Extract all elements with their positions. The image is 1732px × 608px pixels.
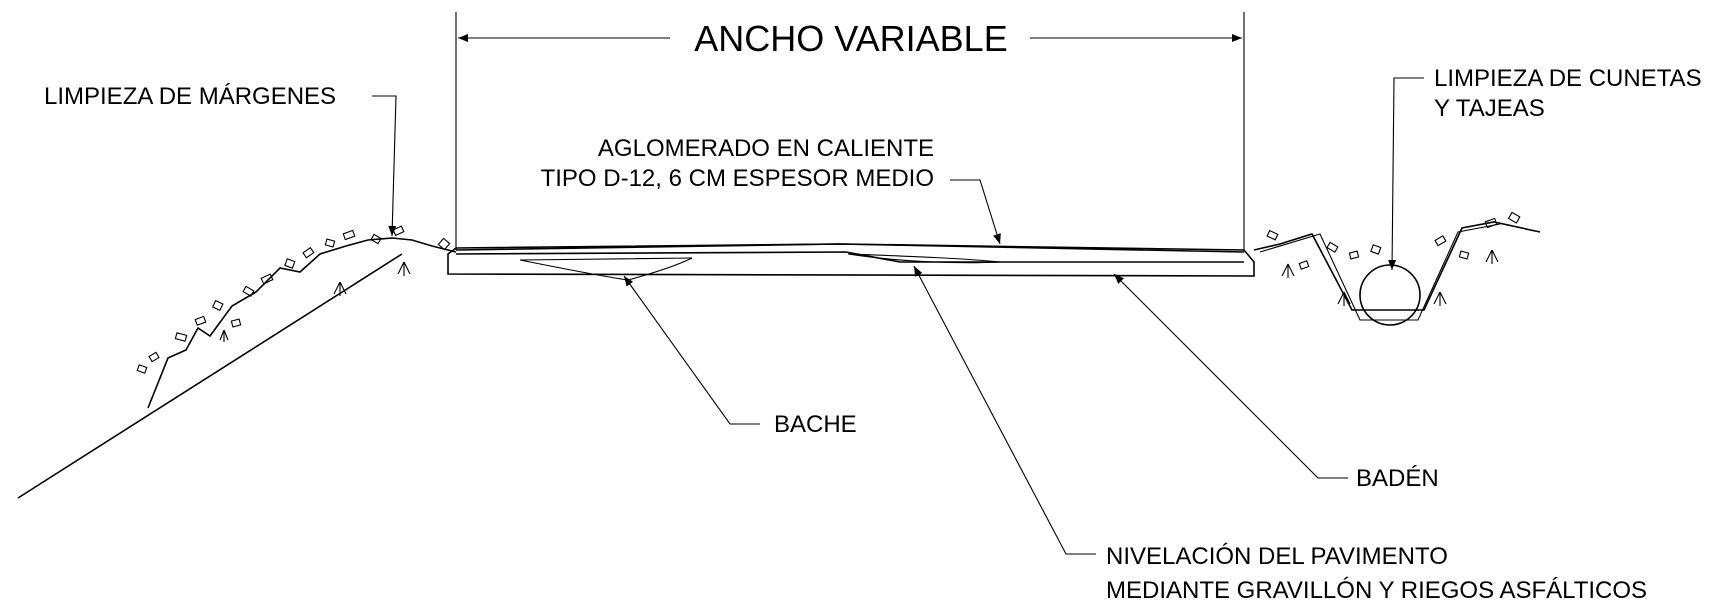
pavement-base — [447, 243, 1255, 277]
leader-asphalt — [950, 179, 1001, 245]
leaders — [372, 77, 1424, 555]
leader-ditches — [1388, 77, 1424, 271]
debris-marks-left — [136, 225, 451, 374]
label-asphalt-line2: TIPO D-12, 6 CM ESPESOR MEDIO — [541, 165, 934, 192]
label-margins: LIMPIEZA DE MÁRGENES — [44, 83, 336, 110]
label-leveling-line1: NIVELACIÓN DEL PAVIMENTO — [1106, 543, 1448, 570]
ditch-inner — [1259, 223, 1501, 321]
leader-dip — [1113, 273, 1348, 479]
label-asphalt-line1: AGLOMERADO EN CALIENTE — [598, 135, 934, 162]
dimension-annotation: ANCHO VARIABLE — [455, 12, 1245, 250]
pavement-top-surface — [455, 243, 1245, 253]
leader-leveling — [913, 265, 1096, 555]
left-embankment — [17, 225, 457, 499]
leader-margins — [372, 95, 397, 237]
leader-pothole — [623, 275, 760, 425]
debris-marks-right — [1266, 211, 1521, 306]
culvert-pipe — [1359, 264, 1421, 326]
pothole-patch — [519, 257, 693, 281]
label-pothole: BACHE — [774, 411, 857, 438]
label-ditches-line1: LIMPIEZA DE CUNETAS — [1434, 65, 1702, 92]
label-ditches-line2: Y TAJEAS — [1434, 95, 1545, 122]
leveling-patch — [847, 253, 1001, 264]
right-ditch — [1253, 211, 1541, 326]
vegetation-clearing-line — [147, 237, 457, 409]
embankment-slope-line — [17, 253, 403, 499]
label-leveling-line2: MEDIANTE GRAVILLÓN Y RIEGOS ASFÁLTICOS — [1106, 577, 1647, 604]
label-dip: BADÉN — [1356, 465, 1439, 492]
pavement-old-surface — [455, 251, 1244, 263]
ditch-outline — [1253, 221, 1541, 311]
dimension-label: ANCHO VARIABLE — [694, 18, 1007, 59]
pavement — [447, 243, 1255, 281]
